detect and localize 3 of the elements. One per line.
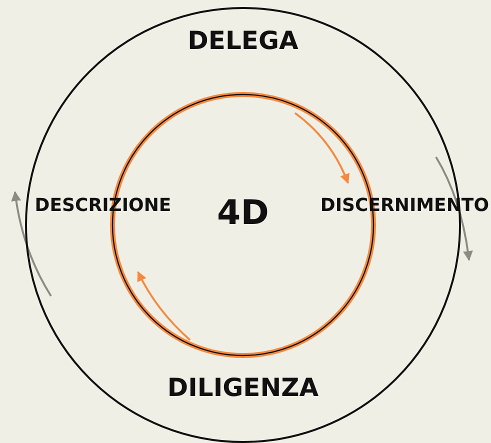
- section-label: DELEGA: [188, 28, 298, 52]
- section-label: DILIGENZA: [167, 374, 319, 400]
- center-title: 4D: [217, 196, 269, 230]
